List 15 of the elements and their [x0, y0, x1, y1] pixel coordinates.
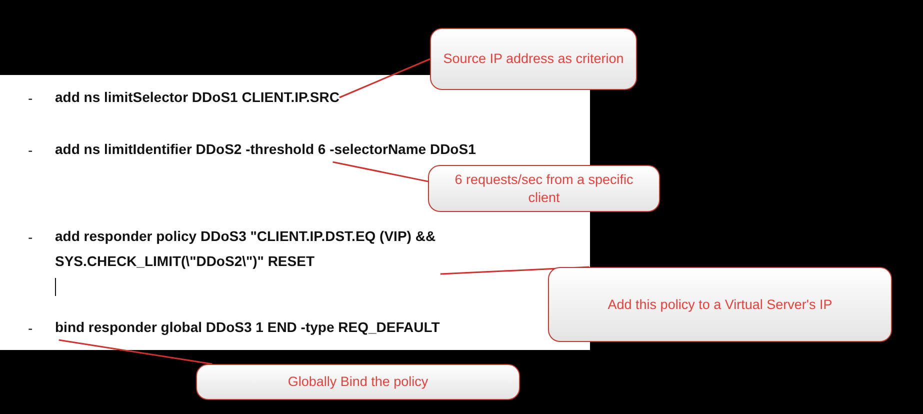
list-bullet: - — [28, 229, 33, 245]
list-bullet: - — [28, 320, 33, 336]
leader-line — [332, 161, 428, 182]
list-bullet: - — [28, 142, 33, 158]
leader-line — [58, 339, 212, 365]
callout-box: Add this policy to a Virtual Server's IP — [548, 267, 892, 342]
list-bullet: - — [28, 90, 33, 106]
leader-line — [339, 58, 430, 98]
callout-box: Source IP address as criterion — [430, 28, 637, 90]
code-line: bind responder global DDoS3 1 END -type REQ_DEFAULT — [55, 315, 440, 340]
code-line: add responder policy DDoS3 "CLIENT.IP.DST.EQ (VIP) && SYS.CHECK_LIMIT(\"DDoS2\")" RESET — [55, 224, 525, 274]
callout-box: 6 requests/sec from a specific client — [428, 165, 660, 212]
code-line: add ns limitIdentifier DDoS2 -threshold 6 -selectorName DDoS1 — [55, 137, 476, 162]
code-line: add ns limitSelector DDoS1 CLIENT.IP.SRC — [55, 85, 340, 110]
callout-box: Globally Bind the policy — [196, 364, 520, 400]
